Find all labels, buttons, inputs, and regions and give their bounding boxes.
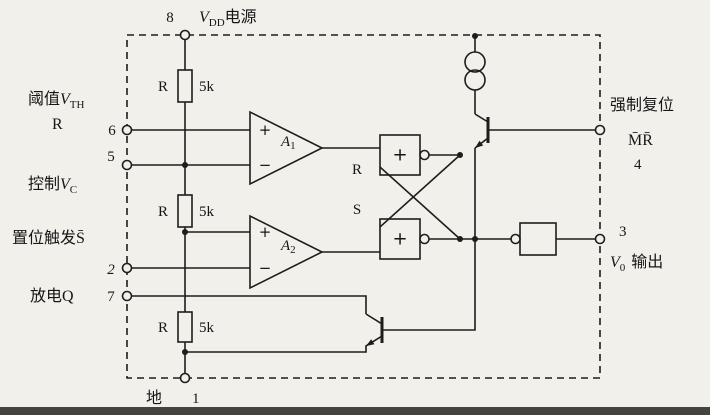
buffer-input-bubble bbox=[510, 233, 521, 245]
a2-minus-input-sign: − bbox=[259, 259, 272, 277]
transistor-bars bbox=[380, 117, 490, 343]
linework bbox=[126, 34, 601, 379]
junction-dot-vdd-rail bbox=[472, 33, 478, 39]
pin7-discharge-label: 放电Q bbox=[30, 287, 74, 305]
junction-dot-s-out bbox=[457, 236, 463, 242]
pin7-number: 7 bbox=[107, 289, 115, 305]
latch-r-input-label: R bbox=[352, 162, 362, 178]
a1-plus-input-sign: + bbox=[259, 121, 272, 139]
reset-transistor-collector bbox=[474, 113, 489, 123]
pin1-ground-label: 地 bbox=[146, 389, 162, 407]
comparator-a1-body bbox=[249, 110, 324, 186]
wire-cross-couple-r-to-s bbox=[379, 154, 461, 228]
pin5-control-label: 控制VC bbox=[28, 175, 77, 196]
junction-dot-divider-node bbox=[182, 229, 188, 235]
r-gate-output-bubble bbox=[419, 149, 430, 161]
pin1-terminal bbox=[179, 372, 191, 384]
pin5-terminal bbox=[121, 159, 133, 171]
ic-package-boundary bbox=[126, 34, 601, 379]
junction-dot-ground-node bbox=[182, 349, 188, 355]
pin7-terminal bbox=[121, 290, 133, 302]
pin1-number: 1 bbox=[192, 391, 200, 407]
solder-dots-and-arrows bbox=[182, 33, 484, 355]
resistor-r3-body bbox=[177, 311, 193, 343]
pin8-label: VDD电源 bbox=[199, 8, 257, 29]
latch-s-input-label: S bbox=[353, 202, 361, 218]
scan-page-edge bbox=[0, 407, 710, 415]
wire-cross-couple-s-to-r bbox=[379, 166, 461, 240]
resistor-r1-body bbox=[177, 69, 193, 103]
pin6-r-label: R bbox=[52, 116, 63, 133]
terminals bbox=[121, 29, 606, 384]
pin6-threshold-label: 阈值VTH bbox=[28, 90, 85, 111]
resistor-r1-value: 5k bbox=[199, 79, 215, 95]
pin5-number: 5 bbox=[107, 149, 115, 165]
comparator-a2-label: A2 bbox=[280, 238, 296, 256]
pin3-terminal bbox=[594, 233, 606, 245]
current-source-circle-bottom bbox=[464, 69, 486, 91]
junction-dot-r-out bbox=[457, 152, 463, 158]
resistor-r2-value: 5k bbox=[199, 204, 215, 220]
junction-dot-latch-output bbox=[472, 236, 478, 242]
junction-dot-control-node bbox=[182, 162, 188, 168]
a1-minus-input-sign: − bbox=[259, 156, 272, 174]
reset-emitter-arrow bbox=[475, 140, 484, 148]
comparator-a2-body bbox=[249, 214, 324, 290]
s-gate-output-bubble bbox=[419, 233, 430, 245]
pin6-number: 6 bbox=[108, 123, 116, 139]
comparator-a1-label: A1 bbox=[280, 134, 296, 152]
resistor-r2-label: R bbox=[158, 204, 168, 220]
resistor-r1-label: R bbox=[158, 79, 168, 95]
resistor-r3-value: 5k bbox=[199, 320, 215, 336]
resistor-r2-body bbox=[177, 194, 193, 228]
pin2-trigger-label: 置位触发S̄ bbox=[12, 229, 85, 247]
current-source-circle-top bbox=[464, 51, 486, 73]
discharge-transistor-collector bbox=[365, 313, 383, 325]
output-buffer-body bbox=[519, 222, 557, 256]
pin6-terminal bbox=[121, 124, 133, 136]
s-gate-symbol: + bbox=[392, 229, 407, 250]
wire-latch-to-discharge-base bbox=[382, 148, 476, 331]
pin4-mr-label: M̄R̄ bbox=[628, 132, 653, 149]
pin8-number: 8 bbox=[166, 10, 174, 26]
pin3-number: 3 bbox=[619, 224, 627, 240]
discharge-emitter-to-ground bbox=[185, 335, 383, 353]
pin4-number: 4 bbox=[634, 157, 642, 173]
pin4-terminal bbox=[594, 124, 606, 136]
pin8-terminal bbox=[179, 29, 191, 41]
a2-plus-input-sign: + bbox=[259, 223, 272, 241]
discharge-emitter-arrow bbox=[366, 339, 375, 346]
pin2-number: 2 bbox=[107, 262, 115, 278]
pin2-terminal bbox=[121, 262, 133, 274]
resistor-r3-label: R bbox=[158, 320, 168, 336]
pin4-reset-label: 强制复位 bbox=[610, 96, 674, 114]
wire-pin7-to-discharge bbox=[131, 295, 367, 314]
r-gate-symbol: + bbox=[392, 145, 407, 166]
